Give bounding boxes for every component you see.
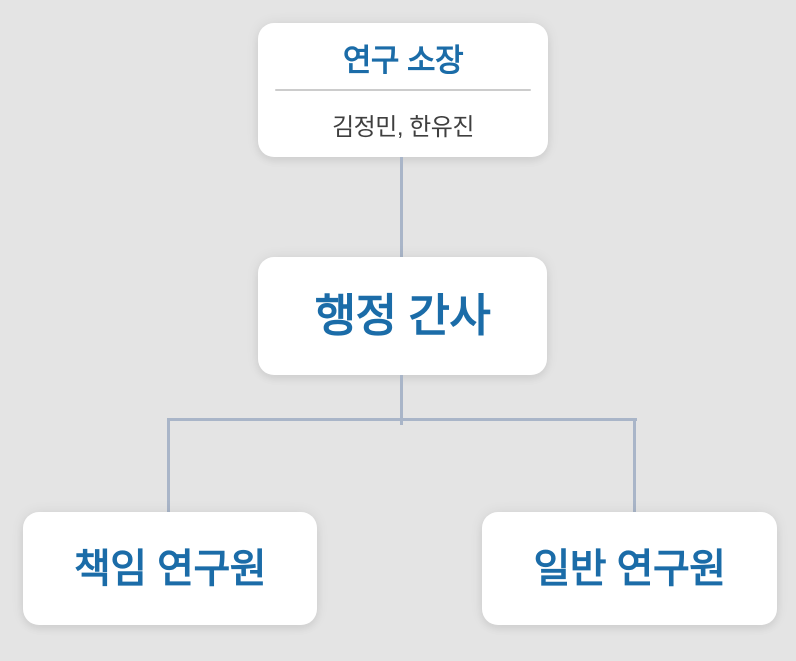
director-divider [275, 89, 531, 92]
senior-researcher-title: 책임 연구원 [73, 546, 267, 591]
secretary-title: 행정 간사 [314, 290, 491, 342]
node-general-researcher: 일반 연구원 [482, 512, 777, 625]
general-researcher-title: 일반 연구원 [533, 546, 726, 591]
node-director: 연구 소장 김정민, 한유진 [258, 23, 548, 157]
connector-left-drop [167, 418, 170, 512]
node-senior-researcher: 책임 연구원 [23, 512, 317, 625]
connector-director-secretary [400, 157, 403, 257]
director-members: 김정민, 한유진 [332, 114, 474, 142]
connector-secretary-stem [400, 375, 403, 425]
connector-right-drop [633, 418, 636, 512]
connector-horizontal [167, 418, 637, 421]
director-title: 연구 소장 [342, 43, 464, 78]
node-secretary: 행정 간사 [258, 257, 547, 375]
